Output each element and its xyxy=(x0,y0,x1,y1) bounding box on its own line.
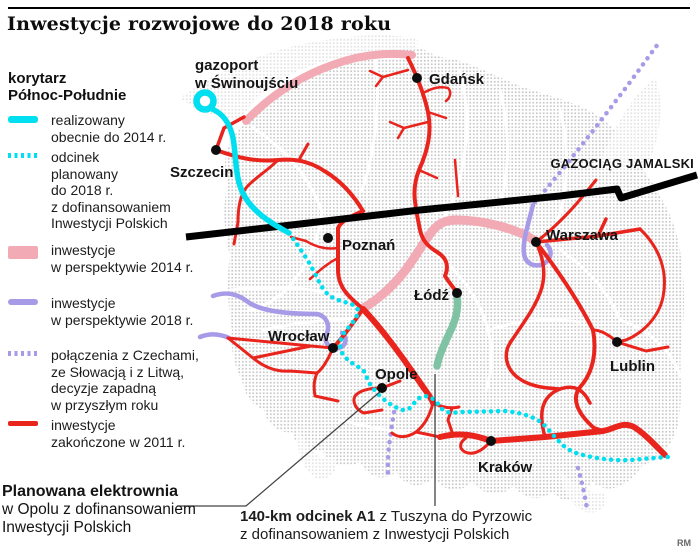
credit: RM xyxy=(677,538,691,548)
purple-dotted-line-swatch xyxy=(8,351,38,356)
callout-power-plant xyxy=(177,389,383,507)
power-plant-annotation-title: Planowana elektrownia xyxy=(2,483,179,500)
cyan-solid-line-swatch xyxy=(8,116,38,123)
city-label-warszawa: Warszawa xyxy=(546,227,619,244)
jamal-pipeline xyxy=(185,171,698,241)
a1-motorway-section xyxy=(433,292,462,370)
city-label-lublin: Lublin xyxy=(610,358,655,375)
city-markers xyxy=(211,73,622,446)
city-label-lodz: Łódź xyxy=(414,287,449,304)
city-dot-poznan xyxy=(323,233,333,243)
northeast-area xyxy=(598,78,661,171)
pipeline-segment xyxy=(437,421,668,458)
pipeline-segment xyxy=(312,346,340,403)
top-rule xyxy=(8,7,690,9)
pipeline-segment xyxy=(534,240,595,332)
city-label-wroclaw: Wrocław xyxy=(268,328,330,345)
pipeline-segment xyxy=(574,328,605,433)
region-borders xyxy=(228,58,682,439)
legend-item-label: realizowany obecnie do 2014 r. xyxy=(51,112,167,145)
a1-annotation-line2: z dofinansowaniem z Inwestycji Polskich xyxy=(240,526,510,543)
city-label-gdansk: Gdańsk xyxy=(429,71,485,88)
a1-annotation-highlight: 140-km odcinek A1 xyxy=(240,508,376,525)
pink-band-swatch xyxy=(8,246,38,259)
pipeline-segment xyxy=(357,215,539,314)
page-title: Inwestycje rozwojowe do 2018 roku xyxy=(7,13,392,35)
legend: korytarz Północ-Południe realizowany obe… xyxy=(8,70,203,450)
cyan-dotted-line-swatch xyxy=(8,153,38,158)
legend-item-label: odcinek planowany do 2018 r. z dofinanso… xyxy=(51,149,171,231)
pipeline-segment xyxy=(615,227,666,344)
pipeline-segment xyxy=(504,240,562,391)
city-dot-wroclaw xyxy=(328,343,338,353)
pipeline-segment xyxy=(534,217,642,244)
pipelines-2014-pink xyxy=(242,49,539,314)
city-dot-lodz xyxy=(452,288,462,298)
city-dot-szczecin xyxy=(211,145,221,155)
legend-item-label: inwestycje w perspektywie 2014 r. xyxy=(51,242,194,275)
a1-annotation-line1: 140-km odcinek A1 z Tuszyna do Pyrzowic xyxy=(240,508,532,526)
legend-heading: korytarz Północ-Południe xyxy=(8,70,127,104)
city-label-krakow: Kraków xyxy=(478,459,533,476)
pipeline-segment xyxy=(388,110,448,140)
pipeline-segment xyxy=(289,235,340,281)
pipeline-segment xyxy=(232,142,310,246)
a1-annotation: 140-km odcinek A1 z Tuszyna do Pyrzowic … xyxy=(240,508,532,544)
pipeline-segment xyxy=(423,85,452,103)
gazoport-label-line1: gazoport xyxy=(195,57,258,74)
corridor-realized xyxy=(193,89,292,236)
purple-solid-line-swatch xyxy=(8,299,38,305)
legend-item-investments-2014: inwestycje w perspektywie 2014 r. xyxy=(8,242,193,275)
pipeline-segment xyxy=(459,436,493,455)
city-dot-lublin xyxy=(612,337,622,347)
city-label-poznan: Poznań xyxy=(342,237,395,254)
connection-czech xyxy=(385,409,397,478)
connection-lithuania xyxy=(532,41,661,205)
legend-item-label: połączenia z Czechami, ze Słowacją i z L… xyxy=(51,347,199,413)
connection-slovakia xyxy=(575,465,590,512)
legend-item-investments-2011: inwestycje zakończone w 2011 r. xyxy=(8,417,185,450)
power-plant-annotation: Planowana elektrownia w Opolu z dofinans… xyxy=(2,483,196,537)
red-solid-line-swatch xyxy=(8,421,38,426)
pipeline-segment xyxy=(368,68,410,88)
power-plant-annotation-line3: Inwestycji Polskich xyxy=(2,519,132,536)
city-label-opole: Opole xyxy=(375,366,418,383)
international-connections-dotted xyxy=(385,41,661,512)
corridor-planned-dotted xyxy=(286,230,671,463)
city-label-szczecin: Szczecin xyxy=(170,164,233,181)
pipeline-segment xyxy=(197,332,232,341)
pipeline-segment xyxy=(214,148,365,213)
gazoport-terminal-ring xyxy=(193,89,217,113)
legend-item-corridor-planned: odcinek planowany do 2018 r. z dofinanso… xyxy=(8,149,171,232)
south-area-1 xyxy=(297,430,336,479)
city-dot-warszawa xyxy=(531,237,541,247)
legend-item-investments-2018: inwestycje w perspektywie 2018 r. xyxy=(8,295,193,328)
city-dot-gdansk xyxy=(412,73,422,83)
pipeline-segment xyxy=(242,49,416,125)
city-dot-opole xyxy=(377,383,387,393)
pipelines-2011-red xyxy=(214,56,670,458)
sea-coast-area xyxy=(180,35,418,120)
city-dot-krakow xyxy=(486,436,496,446)
pipeline-segment xyxy=(521,202,553,268)
legend-item-corridor-realized: realizowany obecnie do 2014 r. xyxy=(8,112,166,145)
legend-item-label: inwestycje w perspektywie 2018 r. xyxy=(51,295,194,328)
legend-item-label: inwestycje zakończone w 2011 r. xyxy=(51,417,186,450)
legend-item-international-connections: połączenia z Czechami, ze Słowacją i z L… xyxy=(8,347,199,413)
gazoport-label-line2: w Świnoujściu xyxy=(194,74,298,92)
jamal-pipeline-label: GAZOCIĄG JAMALSKI xyxy=(550,156,694,171)
callout-lines xyxy=(177,374,436,507)
pipeline-segment xyxy=(209,106,292,236)
a1-annotation-rest: z Tuszyna do Pyrzowic xyxy=(375,508,533,525)
map-labels: Gdańsk Szczecin Poznań Warszawa Łódź Wro… xyxy=(170,57,694,476)
power-plant-annotation-line2: w Opolu z dofinansowaniem xyxy=(2,501,196,518)
pipeline-segment xyxy=(417,158,460,198)
pipeline-segment xyxy=(226,336,335,375)
